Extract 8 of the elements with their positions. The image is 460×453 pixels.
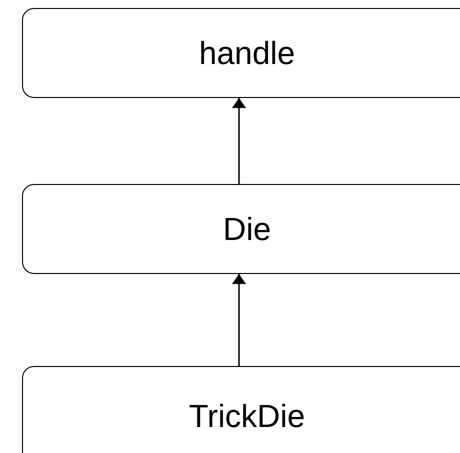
class-box [22,8,460,98]
class-name: handle [198,34,296,72]
class-box [22,366,460,453]
class-box [22,184,460,274]
arrow [232,274,246,366]
arrow [232,98,246,184]
class-name: TrickDie [188,398,306,434]
class-name: Die [222,210,271,248]
